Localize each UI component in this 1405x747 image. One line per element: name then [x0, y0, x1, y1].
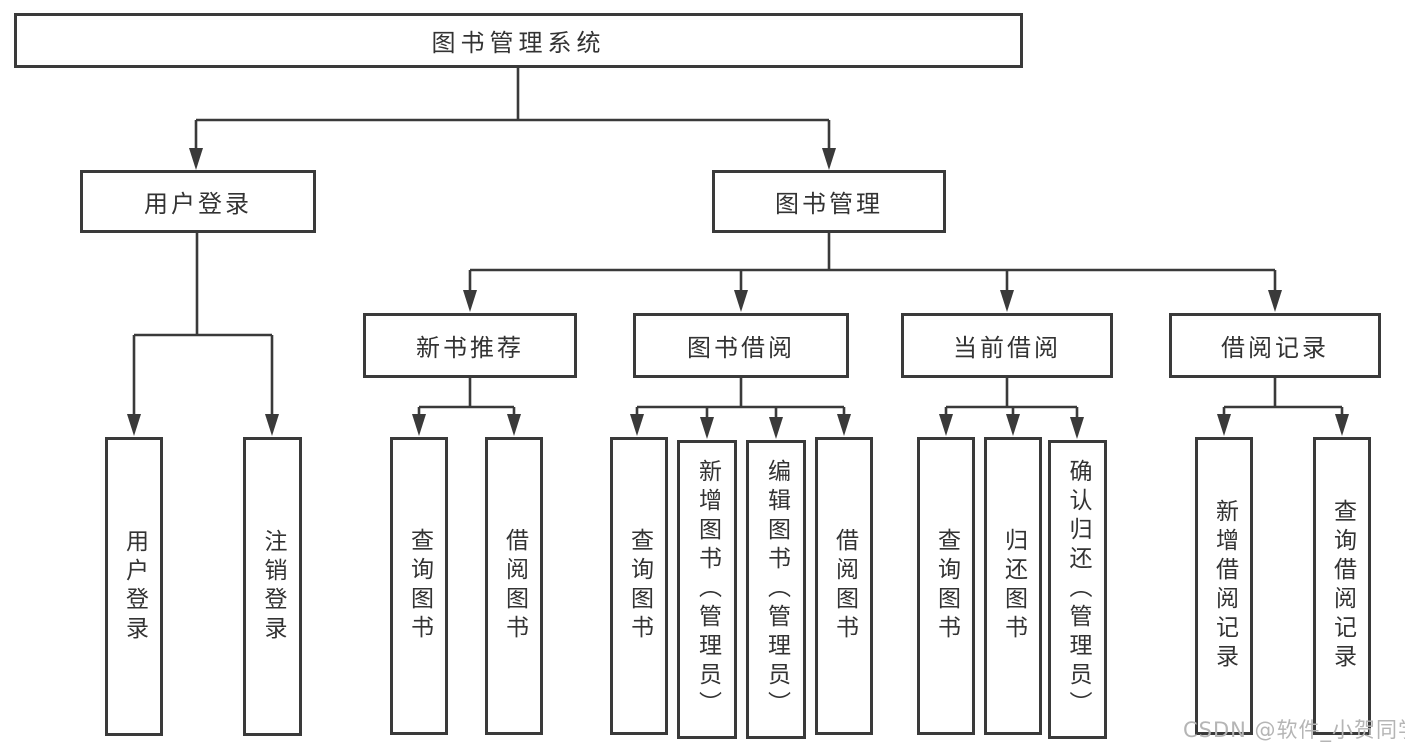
- leaf-query-borrow-record: 查询借阅记录: [1313, 437, 1371, 735]
- node-label: 借阅图书: [501, 528, 528, 644]
- node-borrowing-records: 借阅记录: [1169, 313, 1381, 378]
- node-label: 确认归还（管理员）: [1065, 459, 1091, 720]
- node-label: 图书管理: [775, 190, 883, 218]
- leaf-edit-book-admin: 编辑图书（管理员）: [746, 440, 806, 739]
- leaf-query-books-recommendation: 查询图书: [390, 437, 448, 735]
- leaf-add-book-admin: 新增图书（管理员）: [677, 440, 737, 739]
- node-book-management: 图书管理: [712, 170, 946, 233]
- node-label: 图书借阅: [687, 334, 795, 362]
- node-label: 借阅记录: [1221, 334, 1329, 362]
- node-label: 新增借阅记录: [1211, 499, 1238, 673]
- node-user-login: 用户登录: [80, 170, 316, 233]
- leaf-user-login: 用户登录: [105, 437, 163, 736]
- node-label: 图书管理系统: [431, 29, 606, 57]
- node-label: 新书推荐: [416, 334, 524, 362]
- leaf-logout: 注销登录: [243, 437, 302, 736]
- node-label: 当前借阅: [953, 334, 1061, 362]
- leaf-borrow-books-recommendation: 借阅图书: [485, 437, 543, 735]
- node-label: 借阅图书: [831, 528, 858, 644]
- node-label: 用户登录: [144, 190, 252, 218]
- watermark-text: CSDN @软件_小贺同学: [1183, 718, 1405, 742]
- node-label: 用户登录: [121, 528, 148, 645]
- node-label: 查询图书: [626, 528, 653, 644]
- leaf-query-books-current: 查询图书: [917, 437, 975, 735]
- leaf-add-borrow-record: 新增借阅记录: [1195, 437, 1253, 735]
- node-label: 查询图书: [406, 528, 433, 644]
- arrowheads: [127, 148, 1349, 439]
- node-label: 新增图书（管理员）: [694, 459, 721, 720]
- node-label: 查询借阅记录: [1329, 499, 1356, 673]
- leaf-query-books-borrowing: 查询图书: [610, 437, 668, 735]
- node-label: 归还图书: [1000, 528, 1027, 644]
- node-book-borrowing: 图书借阅: [633, 313, 849, 378]
- node-label: 查询图书: [933, 528, 960, 644]
- node-label: 注销登录: [260, 528, 286, 645]
- leaf-confirm-return-admin: 确认归还（管理员）: [1048, 440, 1107, 739]
- node-label: 编辑图书（管理员）: [763, 459, 790, 720]
- node-current-borrowing: 当前借阅: [901, 313, 1113, 378]
- leaf-return-books: 归还图书: [984, 437, 1042, 735]
- node-library-management-system: 图书管理系统: [14, 13, 1023, 68]
- leaf-borrow-books-borrowing: 借阅图书: [815, 437, 873, 735]
- node-new-book-recommendation: 新书推荐: [363, 313, 577, 378]
- connector-lines: [132, 68, 1344, 419]
